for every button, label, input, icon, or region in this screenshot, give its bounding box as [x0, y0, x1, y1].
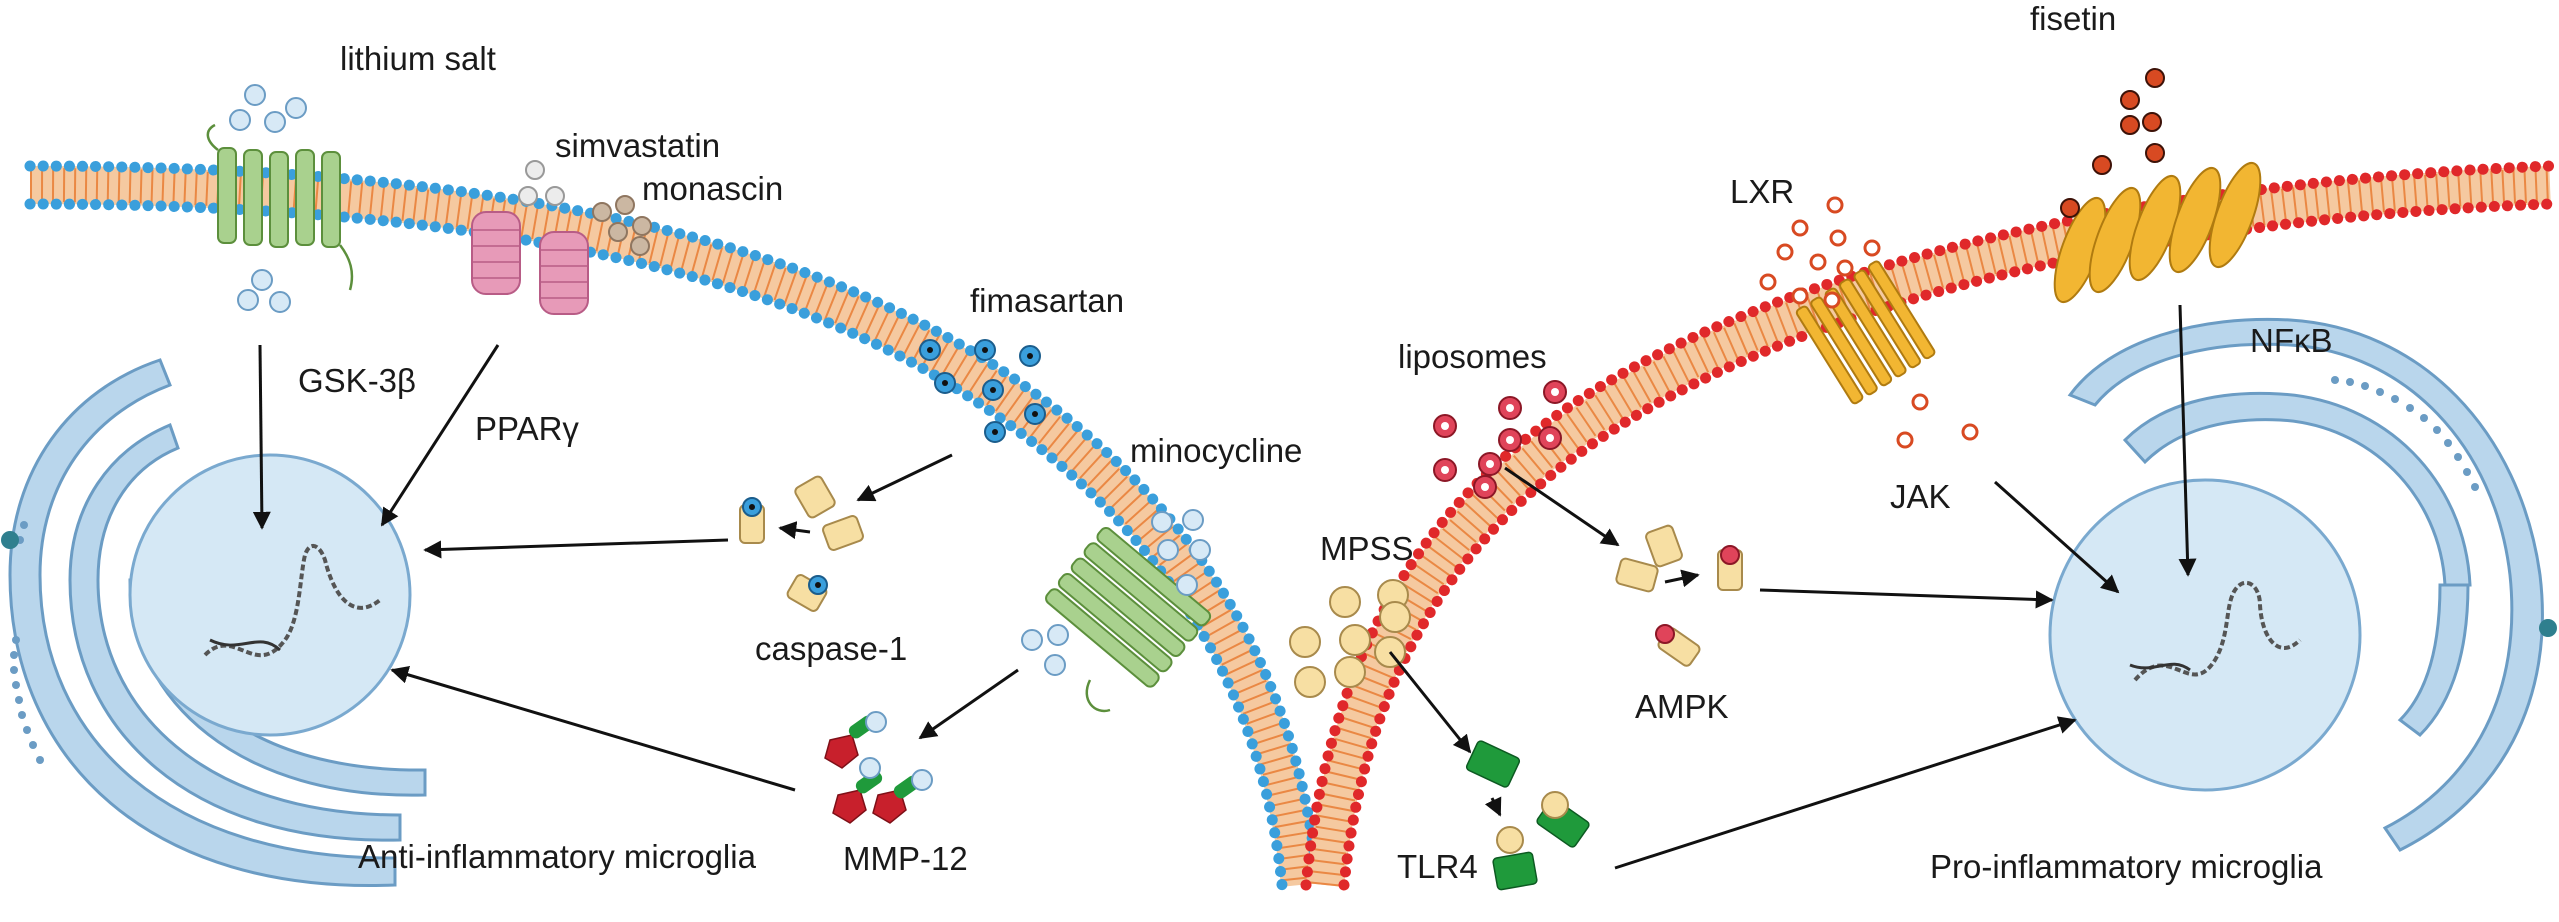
label-caspase1: caspase-1: [755, 630, 907, 667]
monascin-particles: [592, 195, 652, 256]
label-jak: JAK: [1890, 478, 1951, 515]
left-cell: [1, 84, 1324, 891]
ampk-group: [1615, 524, 1743, 667]
simvastatin-particles: [518, 160, 565, 206]
label-fisetin: fisetin: [2030, 0, 2116, 37]
label-ampk: AMPK: [1635, 688, 1729, 725]
mmp12-group: [824, 711, 933, 824]
label-mpss: MPSS: [1320, 530, 1414, 567]
label-liposomes: liposomes: [1398, 338, 1547, 375]
label-tlr4: TLR4: [1397, 848, 1478, 885]
label-mmp12: MMP-12: [843, 840, 968, 877]
statin-receptors: [471, 211, 589, 315]
label-gsk3b: GSK-3β: [298, 362, 416, 399]
fimasartan-particles: [919, 339, 1046, 443]
label-simvastatin: simvastatin: [555, 127, 720, 164]
lithium-particles: [229, 84, 307, 313]
minocycline-receptor: [1045, 526, 1212, 713]
left-arrows: [252, 344, 1019, 792]
tlr4-group: [1465, 740, 1590, 891]
right-er: [2067, 317, 2544, 852]
ampk-markers: [1655, 545, 1740, 644]
label-pro-inflammatory: Pro-inflammatory microglia: [1930, 848, 2323, 885]
label-lxr: LXR: [1730, 173, 1794, 210]
caspase1-group: [739, 475, 864, 612]
minocycline-particles: [1021, 509, 1211, 676]
liposome-cores: [1441, 388, 1559, 491]
left-er-ribosomes: [1, 521, 44, 764]
right-arrows: [1388, 304, 2197, 870]
right-cell: [1289, 68, 2557, 891]
lxr-receptor: [1795, 260, 1936, 405]
label-fimasartan: fimasartan: [970, 282, 1124, 319]
right-nucleus: [2048, 478, 2362, 792]
fisetin-receptor: [2053, 161, 2262, 304]
fisetin-particles: [2060, 68, 2165, 218]
left-nucleus: [128, 453, 412, 737]
lithium-receptor: [206, 123, 354, 291]
lxr-particles: [1759, 196, 1979, 449]
label-lithium-salt: lithium salt: [340, 40, 496, 77]
label-nfkb: NFκB: [2250, 322, 2333, 359]
label-minocycline: minocycline: [1130, 432, 1302, 469]
right-er-ribosomes: [2331, 376, 2557, 637]
labels: lithium salt simvastatin monascin GSK-3β…: [298, 0, 2333, 885]
label-anti-inflammatory: Anti-inflammatory microglia: [358, 838, 757, 875]
label-monascin: monascin: [642, 170, 783, 207]
label-ppar-gamma: PPARγ: [475, 410, 579, 447]
